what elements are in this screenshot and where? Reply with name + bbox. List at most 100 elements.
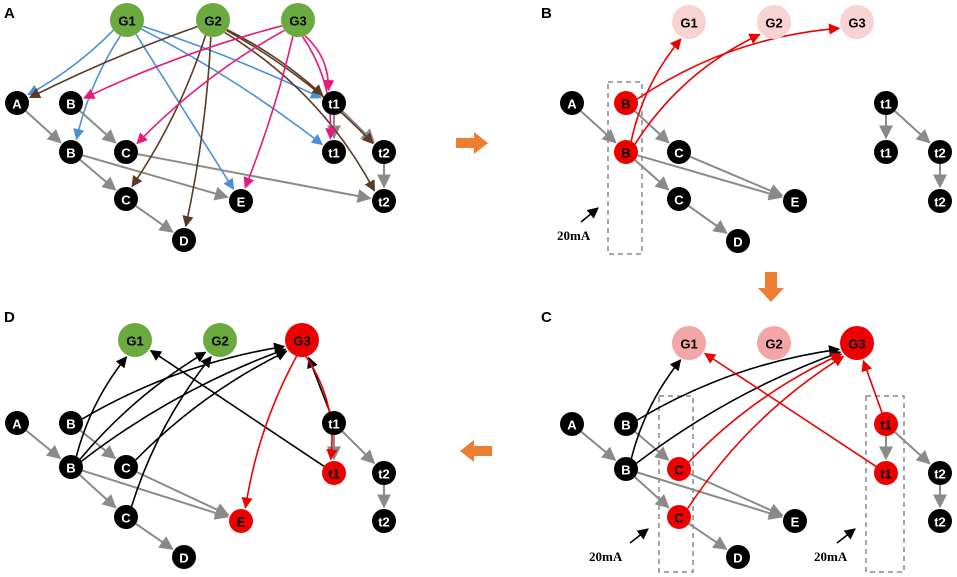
panel-a-node-e: E	[229, 189, 253, 213]
panel-c-edge-b1-to-c1	[634, 431, 670, 461]
node-label: t1	[880, 146, 892, 161]
node-label: G3	[293, 334, 310, 349]
panel-a-edge-g3-to-t1b	[301, 35, 337, 140]
node-circle	[322, 91, 346, 115]
panel-d-node-t1b: t1	[322, 461, 346, 485]
node-label: G1	[680, 16, 697, 31]
panel-c-edge-t1a-to-g3	[861, 359, 883, 413]
node-circle	[110, 3, 144, 37]
panel-c-edge-c2-to-d	[688, 522, 728, 550]
node-circle	[726, 229, 750, 253]
panel-a-edge-g2-to-c2	[131, 35, 207, 188]
node-circle	[203, 323, 237, 357]
node-circle	[783, 189, 807, 213]
panel-b-edge-t1a-to-t2a	[894, 110, 931, 144]
node-label: G3	[848, 337, 865, 352]
node-label: E	[791, 515, 800, 530]
node-circle	[928, 509, 952, 533]
panel-c-edge-b2-to-g3	[636, 350, 842, 464]
node-circle	[667, 457, 691, 481]
panel-a-edge-g3-to-e	[243, 36, 294, 189]
panel-b-node-g2: G2	[757, 5, 791, 39]
node-label: t2	[934, 467, 946, 482]
node-label: B	[621, 418, 630, 433]
node-circle	[285, 323, 319, 357]
node-circle	[372, 140, 396, 164]
node-label: t2	[934, 146, 946, 161]
panel-c-node-t2a: t2	[928, 461, 952, 485]
node-label: G2	[765, 16, 782, 31]
node-circle	[322, 461, 346, 485]
panel-d-node-d: D	[172, 545, 196, 569]
arrow-right-a-to-b	[456, 132, 488, 154]
node-circle	[322, 411, 346, 435]
node-label: D	[179, 234, 188, 249]
panel-c-node-b1: B	[614, 412, 638, 436]
panel-b-edge-b2-to-g2	[634, 33, 761, 145]
panel-d-node-c1: C	[114, 455, 138, 479]
panel-c-edge-c2-to-g3	[686, 355, 845, 510]
panel-b-node-d: D	[726, 229, 750, 253]
node-label: t2	[934, 515, 946, 530]
panel-b-edge-c1-to-e	[689, 155, 784, 198]
panel-b-edge-a-to-b2	[580, 110, 617, 144]
panel-b-node-c1: C	[667, 140, 691, 164]
node-label: t2	[378, 195, 390, 210]
panel-c-node-t1b: t1	[874, 461, 898, 485]
node-circle	[59, 455, 83, 479]
panel-b-node-e: E	[783, 189, 807, 213]
node-label: C	[674, 463, 684, 478]
panel-c-node-e: E	[783, 509, 807, 533]
panel-c-edge-b1-to-g3	[636, 345, 841, 421]
node-label: E	[237, 195, 246, 210]
node-label: A	[12, 97, 22, 112]
node-circle	[229, 189, 253, 213]
panel-a-node-g3: G3	[281, 3, 315, 37]
node-circle	[114, 187, 138, 211]
node-label: B	[66, 417, 75, 432]
node-circle	[372, 509, 396, 533]
node-label: B	[621, 97, 630, 112]
panel-a-node-c1: C	[114, 140, 138, 164]
node-circle	[5, 411, 29, 435]
panel-b-edge-b1-to-g3	[636, 23, 841, 100]
panel-a-node-g1: G1	[110, 3, 144, 37]
panel-b-node-t1a: t1	[874, 91, 898, 115]
node-circle	[840, 326, 874, 360]
node-label: G3	[289, 14, 306, 29]
node-label: A	[12, 417, 22, 432]
panel-d-edge-c1-to-g3	[135, 350, 288, 461]
node-label: A	[567, 97, 577, 112]
node-circle	[667, 187, 691, 211]
panel-c-edge-a-to-b2	[580, 430, 617, 461]
panel-d-node-g1: G1	[118, 323, 152, 357]
node-circle	[114, 455, 138, 479]
node-circle	[229, 509, 253, 533]
node-label: C	[121, 193, 131, 208]
annotation-c-left-label: 20mA	[589, 549, 623, 564]
panel-d-edge-g3-to-t1b	[305, 356, 338, 461]
node-label: t2	[378, 146, 390, 161]
panel-d-edge-g3-to-e	[241, 355, 298, 509]
panel-a-node-d: D	[172, 228, 196, 252]
node-label: t1	[328, 97, 340, 112]
node-label: C	[674, 146, 684, 161]
node-circle	[757, 326, 791, 360]
node-label: t2	[378, 467, 390, 482]
edges-layer	[25, 23, 947, 550]
panel-d-edge-c2-to-d	[135, 522, 174, 550]
node-circle	[59, 411, 83, 435]
node-circle	[281, 3, 315, 37]
node-circle	[783, 509, 807, 533]
panel-a-edge-g1-to-e	[135, 33, 235, 191]
annotation-b: 20mA	[557, 207, 599, 243]
node-circle	[372, 461, 396, 485]
panel-c-node-t2b: t2	[928, 509, 952, 533]
panel-a-edge-g3-to-c1	[136, 29, 285, 145]
panel-c-edge-b2-to-e	[637, 471, 783, 520]
node-circle	[614, 457, 638, 481]
panel-a-edge-g1-to-a	[27, 29, 114, 96]
panel-d-edge-a-to-b2	[25, 429, 62, 460]
